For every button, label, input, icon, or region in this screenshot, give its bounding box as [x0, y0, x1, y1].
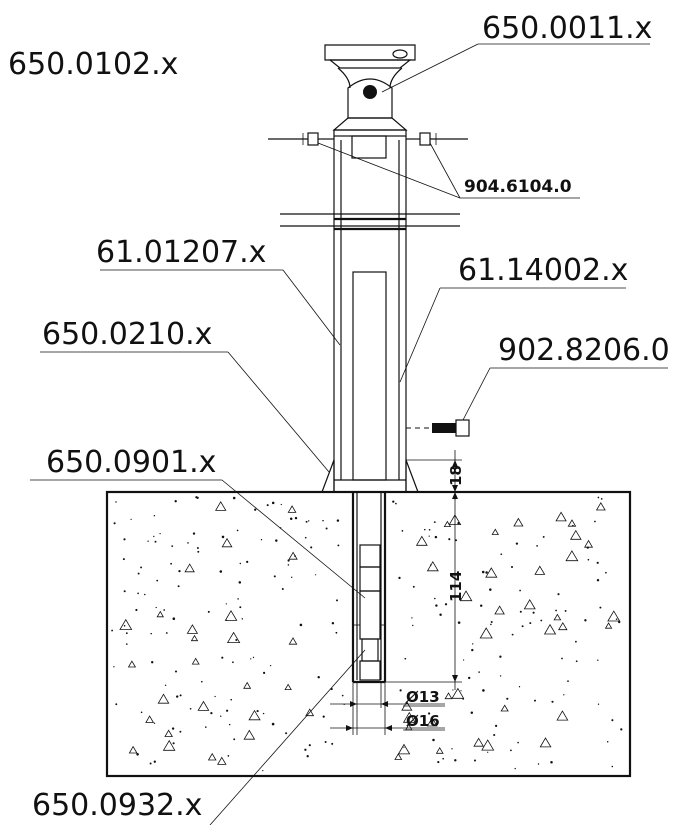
dimension-114: 114: [447, 571, 465, 602]
anchor-insert: [353, 544, 385, 681]
label-61-01207: 61.01207.x: [96, 235, 266, 270]
dimension-18: 18: [447, 465, 465, 486]
anchor-hole: [351, 492, 387, 684]
label-650-0011: 650.0011.x: [482, 11, 652, 46]
label-650-0932: 650.0932.x: [32, 788, 202, 823]
label-650-0102: 650.0102.x: [8, 47, 178, 82]
screw: [406, 419, 470, 437]
label-904-6104: 904.6104.0: [464, 177, 572, 197]
concrete-foundation: [105, 490, 632, 778]
label-61-14002: 61.14002.x: [458, 253, 628, 288]
bollard-head: [324, 44, 416, 159]
dimension-lines: [330, 450, 462, 735]
leader-lines: [30, 43, 668, 825]
label-650-0901: 650.0901.x: [46, 445, 216, 480]
pivot-ball-icon: [363, 85, 377, 99]
bollard-tube: [280, 136, 460, 492]
base-plate: [321, 459, 419, 493]
dimension-d16: Ø16: [406, 712, 440, 730]
label-902-8206: 902.8206.0: [498, 333, 670, 368]
concrete-texture: [111, 496, 623, 772]
label-650-0210: 650.0210.x: [42, 317, 212, 352]
side-pins: [268, 132, 468, 146]
dimension-d13: Ø13: [406, 688, 440, 706]
